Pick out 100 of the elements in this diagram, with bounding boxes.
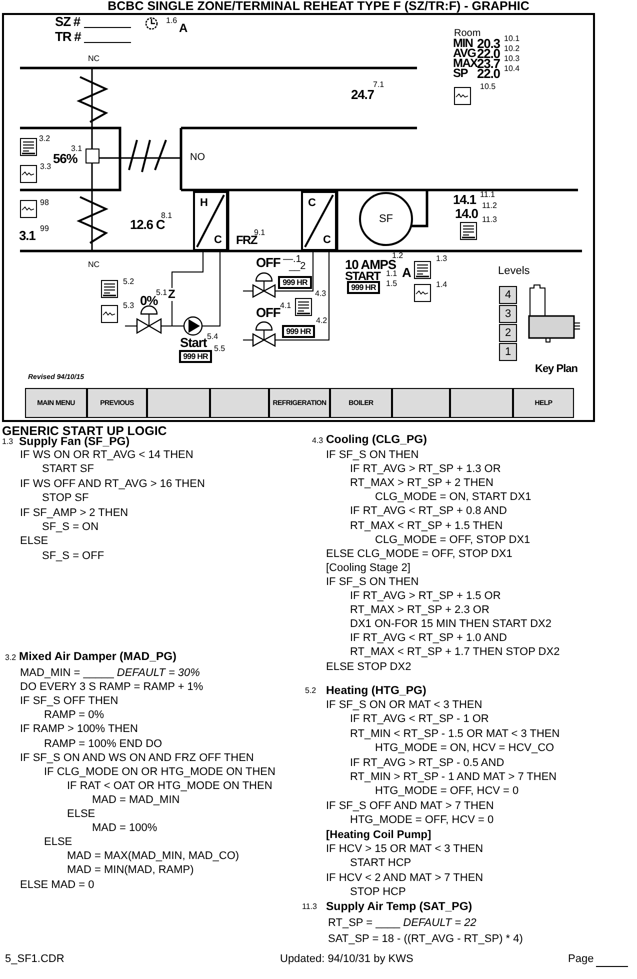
field-label: AVG	[453, 47, 476, 60]
logic-line: IF SF_S ON AND WS ON AND FRZ OFF THEN	[20, 752, 254, 764]
status-text: OFF	[256, 256, 280, 270]
section-heading: Supply Fan (SF_PG)	[19, 436, 130, 449]
logic-line: RAMP = 0%	[44, 709, 104, 722]
field-label: TR #	[55, 30, 81, 44]
menu-button	[147, 388, 210, 418]
logic-line: IF RAMP > 100% THEN	[20, 723, 138, 736]
coil-label: C	[323, 234, 331, 246]
value-readout: 22.0	[477, 67, 500, 82]
value-readout: 10 AMPS	[345, 258, 396, 272]
field-label: SZ #	[55, 15, 80, 30]
point-number: 4.2	[316, 317, 328, 326]
point-number: 5.4	[207, 333, 218, 341]
logic-line: STOP SF	[42, 492, 89, 504]
caption: Room	[454, 28, 481, 39]
coil-label: H	[200, 197, 208, 209]
coil-label: C	[214, 234, 222, 246]
footer-text: Updated: 94/10/31 by KWS	[280, 953, 414, 966]
logic-line: IF SF_S ON THEN	[326, 449, 419, 462]
logic-line: CLG_MODE = ON, START DX1	[375, 491, 532, 504]
point-number: 11.3	[482, 216, 497, 225]
point-number: 10.2	[504, 45, 520, 54]
menu-button	[210, 388, 269, 418]
field-label: SP	[453, 67, 468, 80]
point-number: 9.1	[254, 229, 266, 237]
section-heading: Heating (HTG_PG)	[326, 685, 426, 698]
logic-line: HTG_MODE = ON, HCV = HCV_CO	[375, 742, 554, 754]
point-number: 5.1	[156, 289, 168, 297]
point-number: 4.3	[315, 290, 326, 299]
status-text: Z	[167, 288, 176, 302]
status-text: FRZ	[236, 234, 257, 248]
logic-line: IF RT_AVG < RT_SP + 1.0 AND	[350, 632, 507, 644]
logic-line: RT_MIN > RT_SP - 1 AND MAT > 7 THEN	[350, 771, 557, 784]
logic-line: RT_SP = ____ DEFAULT = 22	[328, 917, 476, 930]
logic-line: IF SF_AMP > 2 THEN	[20, 506, 128, 519]
logic-line: MAD = MIN(MAD, RAMP)	[67, 864, 194, 876]
menu-button	[450, 388, 513, 418]
section-heading: Mixed Air Damper (MAD_PG)	[19, 651, 176, 664]
logic-line: SF_S = OFF	[42, 550, 104, 562]
point-number: 3.2	[39, 135, 50, 144]
logic-line: MAD_MIN = _____ DEFAULT = 30%	[20, 667, 200, 680]
logic-line: RT_MAX > RT_SP + 2.3 OR	[350, 604, 490, 616]
status-text: OFF	[256, 306, 280, 320]
point-number: 5.2	[305, 687, 316, 696]
logic-line: ELSE	[44, 836, 72, 848]
point-number: 1.6	[166, 17, 178, 26]
point-number: 3.3	[40, 163, 52, 172]
logic-line: DO EVERY 3 S RAMP = RAMP + 1%	[20, 681, 204, 694]
point-number: 11.2	[482, 202, 497, 211]
logic-line: CLG_MODE = OFF, STOP DX1	[375, 534, 530, 546]
value-readout: 14.1	[453, 193, 476, 208]
logic-line: HTG_MODE = OFF, HCV = 0	[375, 785, 519, 798]
point-number: 98	[40, 199, 49, 208]
value-readout: 0%	[140, 294, 158, 308]
field-label: MIN	[453, 37, 473, 50]
logic-line: [Cooling Stage 2]	[326, 562, 410, 574]
logic-line: MAD = MAD_MIN	[92, 794, 180, 806]
logic-line: START HCP	[350, 857, 412, 870]
logic-line: IF CLG_MODE ON OR HTG_MODE ON THEN	[44, 766, 276, 778]
logic-line: IF RAT < OAT OR HTG_MODE ON THEN	[67, 780, 272, 792]
logic-line: RT_MAX > RT_SP + 2 THEN	[350, 477, 494, 490]
point-number: 10.3	[504, 55, 520, 64]
logic-line: DX1 ON-FOR 15 MIN THEN START DX2	[350, 618, 552, 630]
point-number: 3.1	[71, 145, 82, 154]
point-number: 4.1	[280, 302, 292, 310]
logic-line: IF RT_AVG > RT_SP - 0.5 AND	[350, 756, 504, 769]
status-text: NO	[190, 152, 205, 163]
point-number: 8.1	[161, 212, 172, 220]
logic-line: IF WS ON OR RT_AVG < 14 THEN	[20, 449, 194, 462]
menu-button	[392, 388, 450, 418]
runtime-display: 999 HR	[179, 350, 212, 363]
logic-line: RT_MIN < RT_SP - 1.5 OR MAT < 3 THEN	[350, 728, 560, 740]
point-number: 10.5	[480, 83, 496, 92]
point-number: 1.2	[392, 252, 404, 260]
level-button: 2	[499, 324, 517, 342]
logic-line: ELSE	[67, 808, 96, 820]
value-readout: 12.6 C	[130, 218, 165, 232]
caption: Levels	[498, 265, 530, 278]
point-number: 11.3	[302, 903, 317, 912]
point-number: 1.1	[386, 270, 398, 279]
status-text: NC	[88, 55, 100, 64]
logic-line: MAD = MAX(MAD_MIN, MAD_CO)	[67, 850, 240, 862]
section-heading: Supply Air Temp (SAT_PG)	[326, 901, 472, 914]
page-title: BCBC SINGLE ZONE/TERMINAL REHEAT TYPE F (SZ/TR:F) - GRAPHIC	[106, 0, 530, 13]
logic-line: START SF	[42, 463, 94, 476]
logic-line: RAMP = 100% END DO	[44, 738, 162, 750]
logic-line: IF HCV < 2 AND MAT > 7 THEN	[326, 872, 484, 884]
logic-line: IF SF_S ON THEN	[326, 576, 419, 588]
field-label: MAX	[453, 57, 478, 70]
logic-line: ELSE	[20, 535, 48, 548]
logic-line: IF SF_S ON OR MAT < 3 THEN	[326, 699, 482, 712]
point-number: 1.3	[2, 438, 14, 447]
point-number: 5.3	[123, 302, 134, 311]
logic-line: MAD = 100%	[92, 822, 158, 834]
footer-text: Page	[568, 953, 594, 966]
coil-box	[301, 191, 337, 251]
logic-line: IF WS OFF AND RT_AVG > 16 THEN	[20, 478, 205, 490]
point-number: 1.5	[386, 280, 398, 289]
value-readout: 24.7	[351, 88, 374, 102]
